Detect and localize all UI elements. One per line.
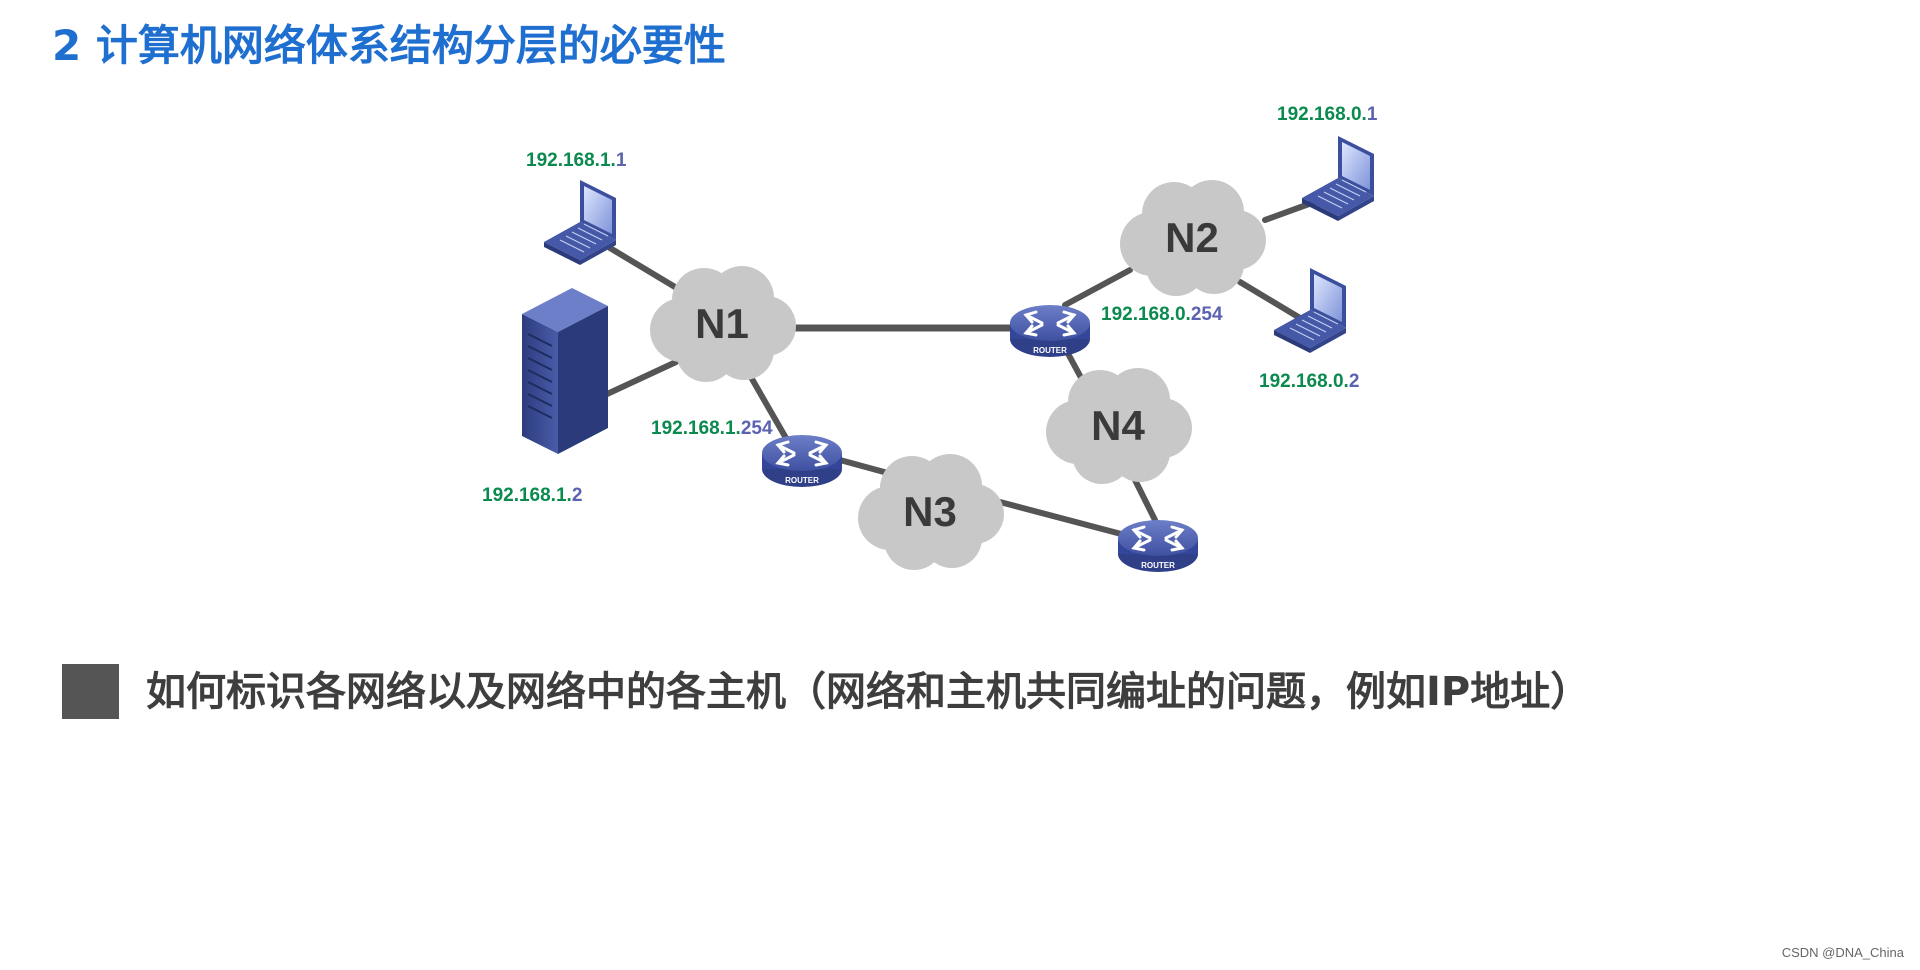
router-label: ROUTER	[1141, 561, 1175, 570]
router-n1-n2: ROUTER	[1008, 303, 1092, 359]
cloud-n3-label: N3	[903, 488, 957, 535]
watermark: CSDN @DNA_China	[1781, 945, 1904, 960]
cloud-n2: N2	[1120, 180, 1266, 296]
ip-label-router-n2: 192.168.0.254	[1101, 304, 1223, 325]
bullet-text: 如何标识各网络以及网络中的各主机（网络和主机共同编址的问题，例如IP地址）	[146, 669, 1591, 715]
cloud-n4: N4	[1046, 368, 1192, 484]
link-n3-router3	[997, 499, 1128, 538]
link-n1-router1	[745, 369, 793, 448]
cloud-n1: N1	[650, 266, 796, 382]
page-title: 2 计算机网络体系结构分层的必要性	[52, 21, 726, 70]
laptop-icon	[1301, 135, 1375, 222]
cloud-n1-label: N1	[695, 300, 749, 347]
laptop-icon	[543, 179, 617, 266]
link-router3-n4	[1132, 477, 1158, 523]
cloud-n2-label: N2	[1165, 214, 1219, 261]
router-label: ROUTER	[785, 476, 819, 485]
link-server-n1	[602, 359, 679, 398]
link-n2-laptop2b	[1237, 279, 1303, 321]
ip-label-laptop-n2-b: 192.168.0.2	[1259, 371, 1359, 392]
bullet-square	[62, 664, 119, 719]
server-icon	[522, 288, 608, 454]
cloud-n3: N3	[858, 454, 1004, 570]
router-n3-n4: ROUTER	[1116, 518, 1200, 574]
network-diagram: N1 N2 N3 N4 ROUTER ROUTER ROUTER	[482, 104, 1378, 574]
router-label: ROUTER	[1033, 346, 1067, 355]
link-router2-n2	[1062, 267, 1133, 308]
ip-label-laptop-n1: 192.168.1.1	[526, 150, 627, 171]
ip-label-server-n1: 192.168.1.2	[482, 485, 582, 506]
link-laptop1-n1	[607, 245, 683, 293]
router-n1-n3: ROUTER	[760, 433, 844, 489]
ip-label-laptop-n2-a: 192.168.0.1	[1277, 104, 1378, 125]
ip-label-router-n1: 192.168.1.254	[651, 418, 773, 439]
cloud-n4-label: N4	[1091, 402, 1145, 449]
